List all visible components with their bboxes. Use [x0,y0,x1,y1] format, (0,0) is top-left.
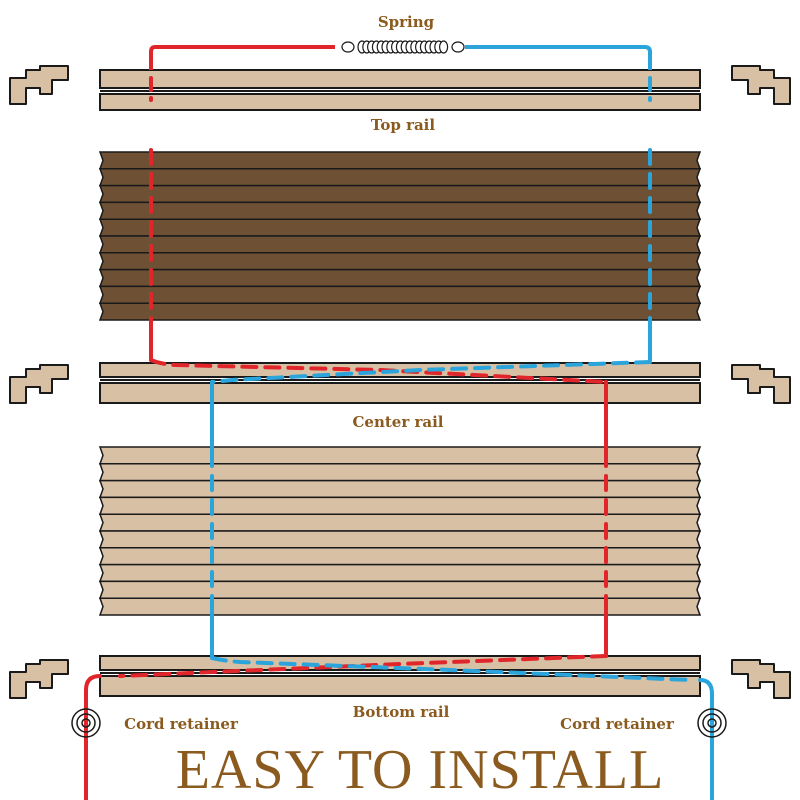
cord-retainer-icon [697,708,727,738]
dark-pleated-fabric [98,151,702,321]
pleat [98,285,702,304]
bracket-icons [9,65,791,699]
pleat [98,496,702,515]
blue-cord [210,45,714,800]
pleat [98,201,702,220]
mounting-bracket-icon [731,364,791,404]
pleat [98,513,702,532]
pleat [98,563,702,583]
pleat [98,479,702,499]
mounting-bracket-icon [731,65,791,105]
cord-retainer-right-label: Cord retainer [560,715,675,733]
mounting-bracket-icon [731,659,791,699]
pleat [98,547,702,566]
pleat [98,252,702,271]
spring-loop [451,41,465,53]
bottom-rail-label: Bottom rail [353,703,450,721]
mounting-bracket-icon [9,659,69,699]
center-rail-label: Center rail [352,413,443,431]
pleat [98,151,702,170]
pleat [98,268,702,288]
spring-label: Spring [378,13,435,31]
pleat [98,184,702,204]
light-pleated-fabric [98,446,702,616]
pleat [98,235,702,254]
coil-spring-icon [341,40,465,54]
mounting-bracket-icon [9,364,69,404]
cord-retainer-icon [71,708,101,738]
pleat [98,463,702,482]
pleat [98,530,702,549]
cords [84,45,714,800]
pleat [98,218,702,237]
headline: EASY TO INSTALL [176,739,665,800]
pleat [98,580,702,599]
red-cord [84,45,608,800]
mounting-bracket-icon [9,65,69,105]
center-rail [99,362,701,404]
pleat [98,302,702,321]
pleat [98,597,702,616]
cord-retainer-left-label: Cord retainer [124,715,239,733]
spring-coil-turn [439,40,449,54]
top-rail-label: Top rail [371,116,435,134]
pleat [98,446,702,465]
pleat [98,168,702,187]
spring-loop [341,41,355,53]
top-rail [99,69,701,111]
